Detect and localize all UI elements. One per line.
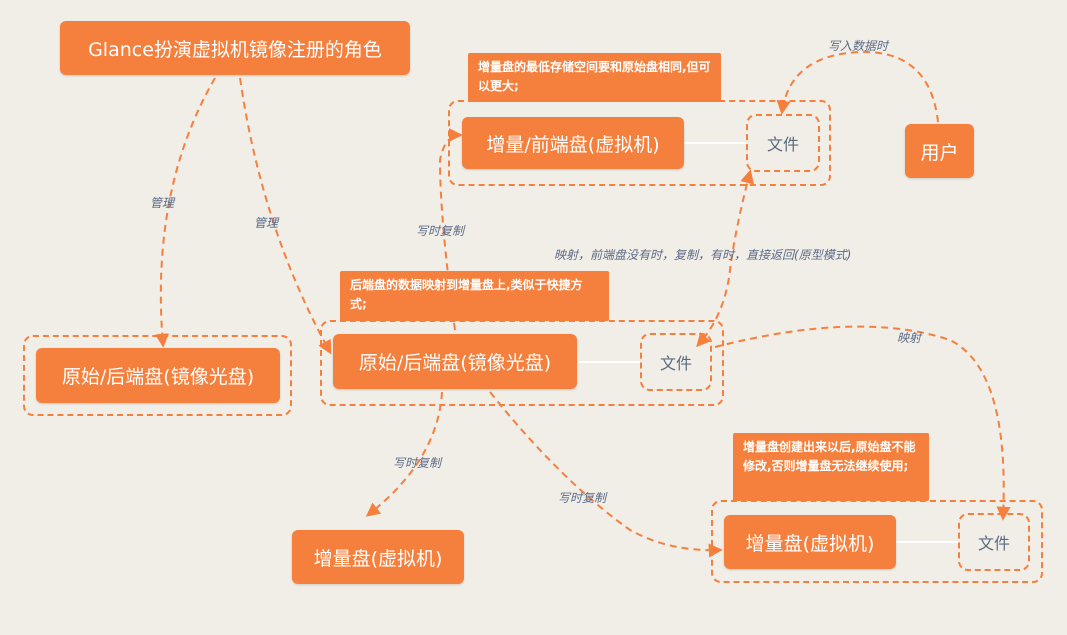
edge-front-file-to-base-file [696,169,754,348]
label-write-data: 写入数据时 [828,39,889,53]
label-cow-up: 写时复制 [416,224,465,238]
edge-user-to-front-file [776,50,939,123]
inc-right-group [711,500,1043,583]
base-center-group [320,320,724,406]
label-manage-1: 管理 [150,196,175,210]
label-mapping: 映射 [897,331,922,345]
note-base-disk: 后端盘的数据映射到增量盘上,类似于快捷方式; [340,271,609,321]
user-node[interactable]: 用户 [905,124,974,178]
inc-bottom-left-node[interactable]: 增量盘(虚拟机) [292,530,464,584]
base-file[interactable]: 文件 [640,333,712,391]
label-cow-down: 写时复制 [393,456,442,470]
inc-file[interactable]: 文件 [958,513,1030,571]
edge-base-to-inc-right [489,391,723,558]
glance-node[interactable]: Glance扮演虚拟机镜像注册的角色 [60,21,410,75]
front-file[interactable]: 文件 [746,114,820,172]
label-cow-right: 写时复制 [558,491,607,505]
base-center-node[interactable]: 原始/后端盘(镜像光盘) [333,334,577,389]
label-manage-2: 管理 [254,216,279,230]
base-left-group [23,335,292,416]
note-front-disk: 增量盘的最低存储空间要和原始盘相同,但可以更大; [468,53,721,102]
edge-base-to-inc-left [365,391,443,517]
base-left-node[interactable]: 原始/后端盘(镜像光盘) [36,348,280,403]
edge-base-file-to-inc-file [714,325,1011,521]
inc-bottom-right-node[interactable]: 增量盘(虚拟机) [724,515,896,569]
edge-glance-to-base-center [239,77,332,355]
note-inc-disk: 增量盘创建出来以后,原始盘不能修改,否则增量盘无法继续使用; [733,433,929,501]
front-disk-node[interactable]: 增量/前端盘(虚拟机) [462,117,684,169]
edge-glance-to-base-left [155,77,216,348]
label-mapping-detail: 映射，前端盘没有时，复制，有时，直接返回(原型模式) [554,248,852,262]
